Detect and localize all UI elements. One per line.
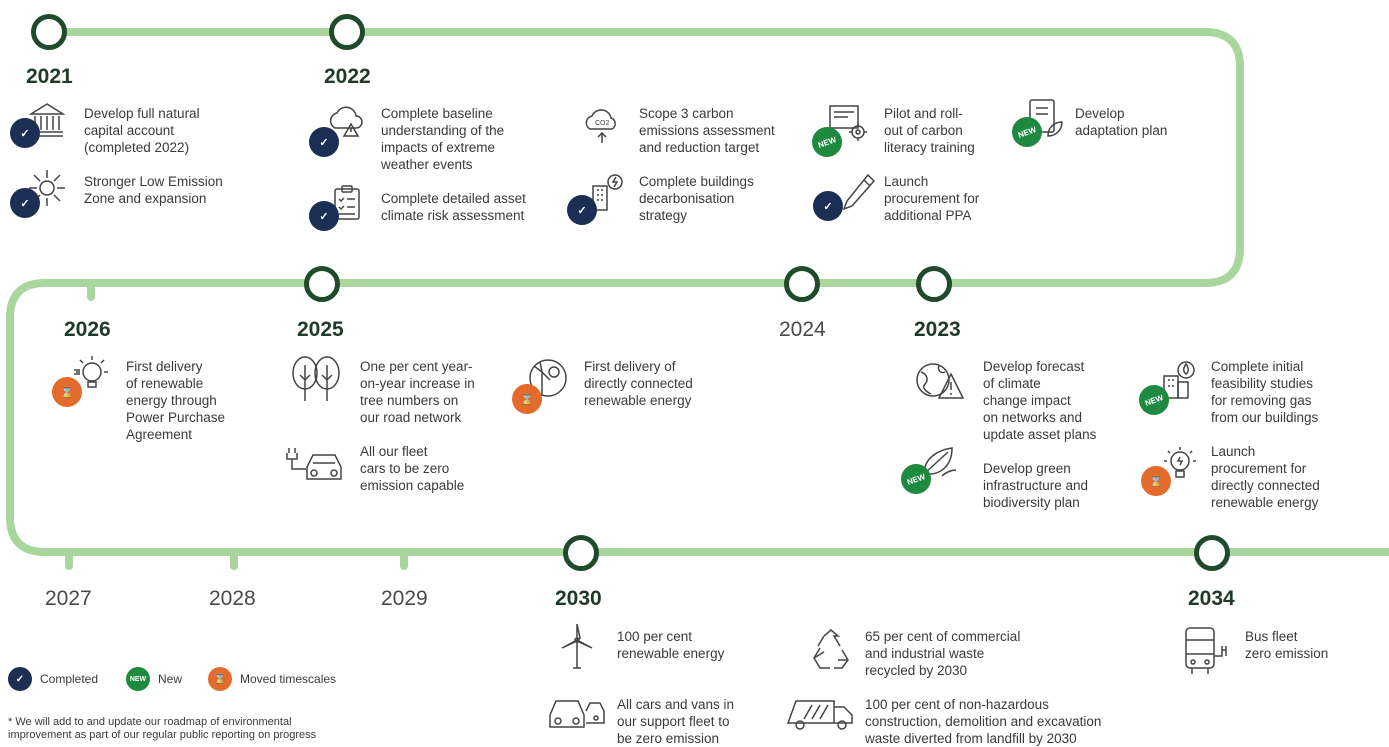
item-cars-vans: All cars and vans in our support fleet t…	[617, 697, 735, 746]
building-flame-icon	[1158, 360, 1198, 400]
item-bus: Bus fleet zero emission	[1245, 629, 1329, 661]
item-asset-risk: Complete detailed asset climate risk ass…	[381, 191, 526, 223]
item-renewable-100: 100 per cent renewable energy	[617, 629, 725, 661]
item-gas-studies: Complete initial feasibility studies for…	[1211, 359, 1319, 425]
moved-badge: ⌛	[52, 377, 82, 407]
legend-completed-icon: ✓	[8, 667, 32, 691]
legend-moved-label: Moved timescales	[240, 672, 337, 686]
pen-icon	[838, 172, 878, 212]
item-natural-capital: Develop full natural capital account (co…	[84, 106, 200, 155]
year-2034: 2034	[1188, 587, 1235, 610]
milestone-2023	[916, 266, 952, 302]
milestone-2021	[31, 14, 67, 50]
tick-2028	[230, 554, 238, 570]
completed-badge: ✓	[567, 195, 597, 225]
milestone-2030	[563, 535, 599, 571]
building-energy-icon	[585, 172, 625, 212]
item-nonhaz: 100 per cent of non-hazardous constructi…	[865, 697, 1102, 746]
wind-sun-icon	[528, 358, 568, 398]
trees-icon	[290, 355, 342, 403]
moved-badge: ⌛	[1141, 466, 1171, 496]
lightbulb-icon	[1160, 445, 1200, 485]
item-fleet-cars: All our fleet cars to be zero emission c…	[360, 444, 465, 493]
sun-arrows-icon	[27, 168, 67, 208]
milestone-2025	[304, 266, 340, 302]
clipboard-checklist-icon	[327, 183, 367, 223]
moved-badge: ⌛	[512, 384, 542, 414]
waste-truck-icon	[786, 693, 854, 733]
item-direct-renewable: First delivery of directly connected ren…	[584, 359, 693, 408]
item-trees: One per cent year- on-year increase in t…	[360, 359, 475, 425]
item-green-infra: Develop green infrastructure and biodive…	[983, 461, 1089, 510]
footnote: * We will add to and update our roadmap …	[8, 716, 317, 741]
completed-badge: ✓	[10, 118, 40, 148]
completed-badge: ✓	[813, 191, 843, 221]
svg-text:CO2: CO2	[595, 120, 610, 127]
globe-warning-icon	[915, 360, 965, 402]
legend-new-icon: NEW	[126, 667, 150, 691]
year-2023: 2023	[914, 318, 961, 341]
item-literacy: Pilot and roll- out of carbon literacy t…	[884, 106, 975, 155]
bus-plug-icon	[1184, 626, 1232, 676]
item-launch-direct: Launch procurement for directly connecte…	[1211, 444, 1320, 510]
item-low-emission: Stronger Low Emission Zone and expansion	[84, 174, 223, 206]
year-2028: 2028	[209, 587, 256, 610]
item-ppa: Launch procurement for additional PPA	[884, 174, 980, 223]
item-buildings: Complete buildings decarbonisation strat…	[639, 174, 754, 223]
year-2029: 2029	[381, 587, 428, 610]
item-baseline: Complete baseline understanding of the i…	[381, 106, 505, 172]
tick-2026	[87, 285, 95, 301]
milestone-2022	[329, 14, 365, 50]
wind-turbine-icon	[556, 622, 598, 670]
recycle-icon	[808, 628, 854, 674]
year-2025: 2025	[297, 318, 344, 341]
legend-new-label: New	[158, 672, 183, 686]
milestone-2034	[1194, 535, 1230, 571]
completed-badge: ✓	[309, 127, 339, 157]
year-2022: 2022	[324, 65, 371, 88]
legend-moved-icon: ⌛	[208, 667, 232, 691]
completed-badge: ✓	[309, 201, 339, 231]
car-plug-icon	[283, 445, 347, 485]
legend-completed-label: Completed	[40, 672, 99, 686]
year-2024: 2024	[779, 318, 826, 341]
tick-2027	[65, 554, 73, 570]
item-adaptation: Develop adaptation plan	[1075, 106, 1168, 138]
certificate-gear-icon	[828, 102, 868, 142]
item-waste65: 65 per cent of commercial and industrial…	[865, 629, 1021, 678]
year-2030: 2030	[555, 587, 602, 610]
year-2021: 2021	[26, 65, 73, 88]
co2-cloud-icon: CO2	[582, 105, 622, 145]
year-2026: 2026	[64, 318, 111, 341]
item-renewable-ppa: First delivery of renewable energy throu…	[126, 359, 226, 442]
item-forecast: Develop forecast of climate change impac…	[983, 359, 1097, 442]
completed-badge: ✓	[10, 188, 40, 218]
milestone-2024	[784, 266, 820, 302]
item-scope3: Scope 3 carbon emissions assessment and …	[639, 106, 775, 155]
cloud-warning-icon	[325, 102, 365, 142]
tick-2029	[400, 554, 408, 570]
cars-icon	[548, 693, 606, 733]
year-2027: 2027	[45, 587, 92, 610]
lightbulb-plug-icon	[70, 354, 110, 394]
